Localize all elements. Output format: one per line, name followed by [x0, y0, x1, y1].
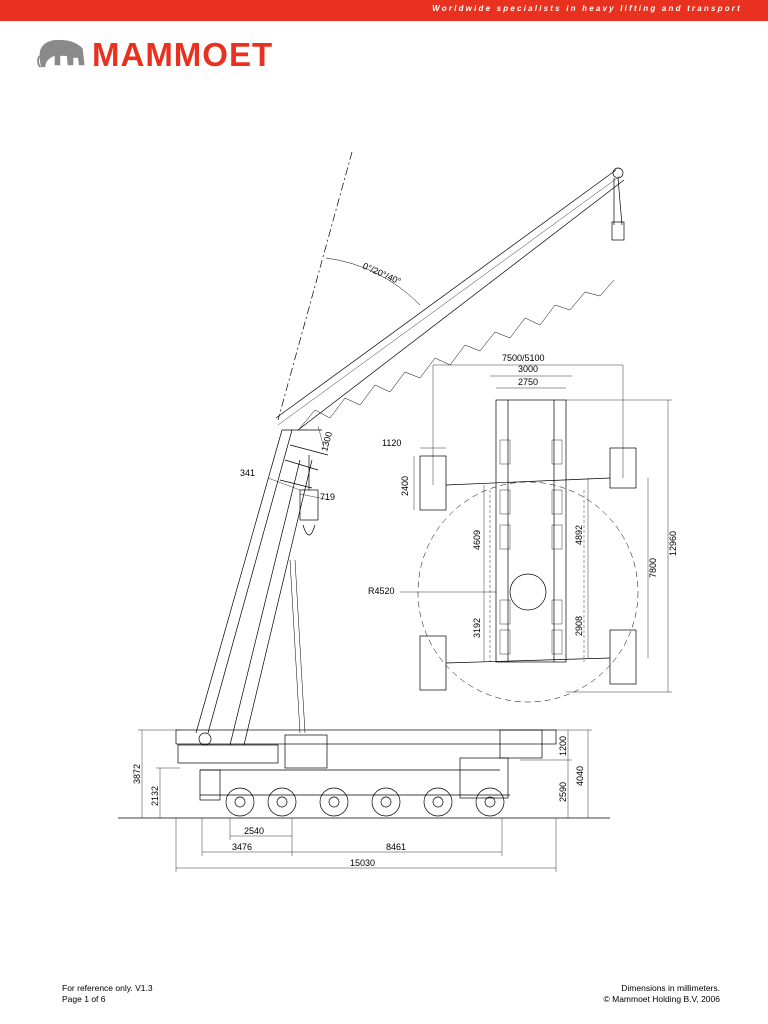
dim-overall-height: 3872: [132, 764, 142, 784]
units-note: Dimensions in millimeters.: [621, 983, 720, 993]
copyright: © Mammoet Holding B.V, 2006: [603, 994, 720, 1004]
dim-outrigger-span: 7500/5100: [502, 353, 545, 363]
angle-label: 0°/20°/40°: [361, 261, 403, 287]
brand-logo-text: MAMMOET: [92, 36, 274, 73]
dim-carrier-height: 2132: [150, 786, 160, 806]
header-bar: Worldwide specialists in heavy lifting a…: [0, 0, 768, 21]
dim-axle-a: 2540: [244, 826, 264, 836]
footer-left: For reference only. V1.3 Page 1 of 6: [62, 983, 153, 1005]
page-indicator: Page 1 of 6: [62, 994, 153, 1005]
reference-note: For reference only. V1.3: [62, 983, 153, 993]
dim-jib-719: 719: [320, 492, 335, 502]
dim-jib-341: 341: [240, 468, 255, 478]
dim-front-axle: 4609: [472, 530, 482, 550]
page-value: 1 of 6: [84, 994, 106, 1004]
dim-front-c: 2590: [558, 782, 568, 802]
dim-front-a: 1200: [558, 736, 568, 756]
dim-tail-radius: R4520: [368, 586, 395, 596]
dim-front-b: 4040: [575, 766, 585, 786]
tagline: Worldwide specialists in heavy lifting a…: [432, 4, 742, 13]
dim-rear-overhang: 3476: [232, 842, 252, 852]
dim-overall-plan: 12960: [668, 531, 678, 556]
footer-right: Dimensions in millimeters. © Mammoet Hol…: [603, 983, 720, 1005]
dim-track-outer: 3000: [518, 364, 538, 374]
dim-center-front: 4892: [574, 525, 584, 545]
dim-track-inner: 2750: [518, 377, 538, 387]
dim-pad-length: 2400: [400, 476, 410, 496]
page-label: Page: [62, 994, 82, 1004]
dim-overall-length: 15030: [350, 858, 375, 868]
dim-jib-1300: 1300: [319, 431, 334, 453]
dim-wheelbase: 8461: [386, 842, 406, 852]
dim-outrigger-length: 7800: [648, 558, 658, 578]
mammoth-icon: [37, 39, 85, 68]
dim-center-rear: 2908: [574, 616, 584, 636]
dim-rear-axle: 3192: [472, 618, 482, 638]
dim-pad-width: 1120: [382, 438, 401, 448]
